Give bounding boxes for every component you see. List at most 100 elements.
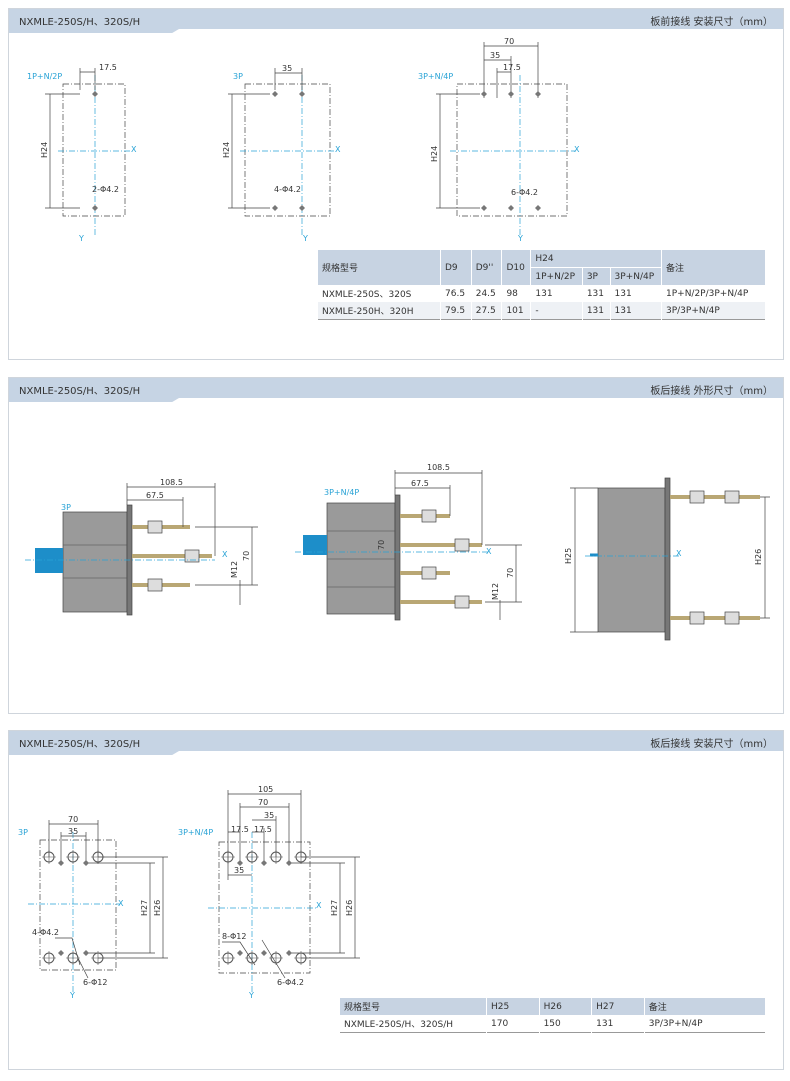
axis-y: Y xyxy=(517,234,523,243)
dim: 35 xyxy=(490,51,500,60)
table-cell: 1P+N/2P/3P+N/4P xyxy=(661,285,766,302)
col-header: H24 xyxy=(530,250,662,268)
table-cell: 150 xyxy=(539,1015,593,1033)
section-header: NXMLE-250S/H、320S/H 板后接线 安装尺寸（mm） xyxy=(9,731,783,751)
axis-x: X xyxy=(335,145,341,154)
section-subtitle: 板后接线 安装尺寸（mm） xyxy=(650,739,773,750)
col-header: H26 xyxy=(539,998,593,1015)
table-cell: 101 xyxy=(501,302,532,320)
axis-x: X xyxy=(131,145,137,154)
dim: 105 xyxy=(258,785,273,794)
table-cell: 131 xyxy=(582,302,611,320)
table-cell: 131 xyxy=(591,1015,645,1033)
table-cell: 27.5 xyxy=(471,302,503,320)
drawing-1p-n-2p xyxy=(45,68,130,235)
axis-x: X xyxy=(676,549,682,558)
label: 1P+N/2P xyxy=(27,72,62,81)
axis-x: X xyxy=(486,547,492,556)
dim: H26 xyxy=(153,900,162,916)
section-subtitle: 板后接线 外形尺寸（mm） xyxy=(650,386,773,397)
section-header: NXMLE-250S/H、320S/H 板前接线 安装尺寸（mm） xyxy=(9,9,783,29)
dim: H25 xyxy=(564,548,573,564)
holes-label: 4-Φ4.2 xyxy=(274,185,301,194)
axis-x: X xyxy=(222,550,228,559)
table-cell: 98 xyxy=(501,285,532,302)
col-header: D9 xyxy=(440,250,472,285)
dim: 67.5 xyxy=(146,491,164,500)
label: 3P+N/4P xyxy=(418,72,453,81)
section-title: NXMLE-250S/H、320S/H xyxy=(19,739,141,750)
dim: 108.5 xyxy=(160,478,183,487)
col-header: 规格型号 xyxy=(318,250,441,285)
dim: 35 xyxy=(234,866,244,875)
table-cell: 131 xyxy=(582,285,611,302)
dim: H24 xyxy=(222,142,231,158)
section-subtitle: 板前接线 安装尺寸（mm） xyxy=(650,17,773,28)
col-header: 规格型号 xyxy=(340,998,487,1015)
drawing-3p-n-4p xyxy=(436,42,575,235)
col-header: 备注 xyxy=(661,250,766,285)
table-cell: NXMLE-250H、320H xyxy=(318,302,441,320)
dim: 17.5 xyxy=(231,825,249,834)
holes-label: 8-Φ12 xyxy=(222,932,246,941)
dim: H24 xyxy=(40,142,49,158)
axis-y: Y xyxy=(302,234,308,243)
drawing-side-view xyxy=(570,477,770,641)
col-header: H25 xyxy=(486,998,540,1015)
section-header: NXMLE-250S/H、320S/H 板后接线 外形尺寸（mm） xyxy=(9,378,783,398)
dim: H26 xyxy=(754,549,763,565)
label: 3P xyxy=(233,72,243,81)
holes-label: 2-Φ4.2 xyxy=(92,185,119,194)
axis-x: X xyxy=(574,145,580,154)
axis-y: Y xyxy=(78,234,84,243)
drawing-3p xyxy=(228,68,335,235)
table-cell: - xyxy=(530,302,583,320)
col-header: 3P+N/4P xyxy=(610,267,663,285)
section-title: NXMLE-250S/H、320S/H xyxy=(19,386,141,397)
table-cell: 131 xyxy=(530,285,583,302)
dim: 70 xyxy=(258,798,268,807)
drawing-rear-3p-n-4p xyxy=(295,470,522,621)
axis-y: Y xyxy=(248,991,254,1000)
dim: H27 xyxy=(140,900,149,916)
label: 3P+N/4P xyxy=(324,488,359,497)
dim: 17.5 xyxy=(503,63,521,72)
dim: 67.5 xyxy=(411,479,429,488)
col-header: D9'' xyxy=(471,250,503,285)
label: 3P+N/4P xyxy=(178,828,213,837)
table-cell: 3P/3P+N/4P xyxy=(661,302,766,320)
dim: 17.5 xyxy=(254,825,272,834)
dim: H24 xyxy=(430,146,439,162)
holes-label: 6-Φ4.2 xyxy=(511,188,538,197)
col-header: 1P+N/2P xyxy=(530,267,583,285)
dim: 108.5 xyxy=(427,463,450,472)
table-cell: 76.5 xyxy=(440,285,472,302)
col-header: 3P xyxy=(582,267,611,285)
holes-label: 6-Φ12 xyxy=(83,978,107,987)
axis-x: X xyxy=(118,899,124,908)
section-title: NXMLE-250S/H、320S/H xyxy=(19,17,141,28)
col-header: 备注 xyxy=(644,998,767,1015)
col-header: D10 xyxy=(501,250,532,285)
table-cell: NXMLE-250S、320S xyxy=(318,285,441,302)
table-cell: 131 xyxy=(610,285,663,302)
dim: 35 xyxy=(264,811,274,820)
drawing-rear-3p xyxy=(25,483,258,616)
dim: 70 xyxy=(504,37,514,46)
axis-y: Y xyxy=(69,991,75,1000)
dim: M12 xyxy=(230,561,239,578)
label: 3P xyxy=(18,828,28,837)
table-cell: 24.5 xyxy=(471,285,503,302)
table-cell: 131 xyxy=(610,302,663,320)
dim: 17.5 xyxy=(99,63,117,72)
table-cell: NXMLE-250S/H、320S/H xyxy=(340,1015,487,1033)
table-cell: 79.5 xyxy=(440,302,472,320)
dim: 70 xyxy=(68,815,78,824)
table-cell: 170 xyxy=(486,1015,540,1033)
holes-label: 4-Φ4.2 xyxy=(32,928,59,937)
